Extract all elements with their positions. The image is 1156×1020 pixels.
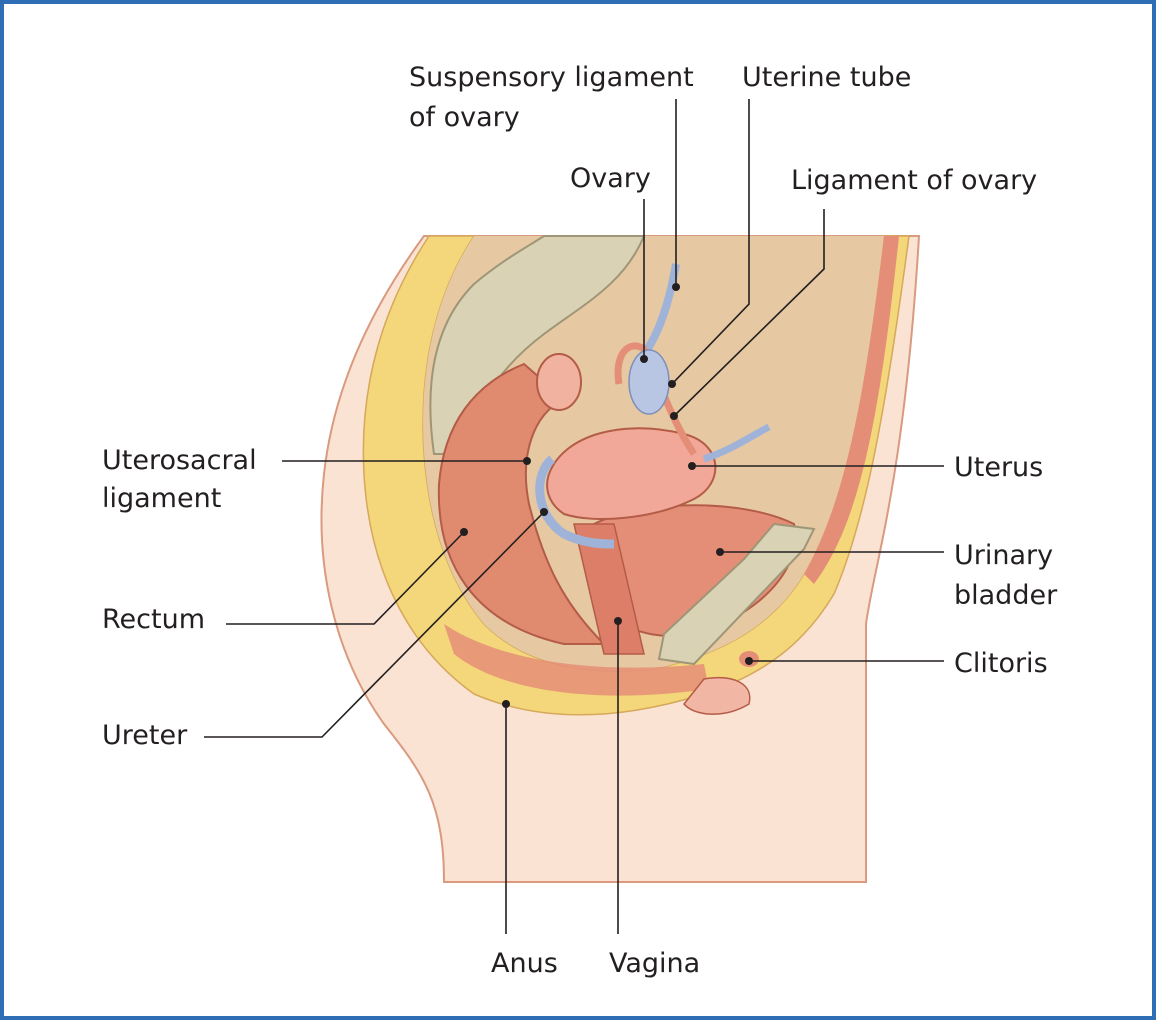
uterus bbox=[546, 427, 717, 520]
labia bbox=[683, 677, 751, 715]
colon-opening bbox=[536, 353, 582, 411]
label-ovary: Ovary bbox=[570, 163, 651, 194]
label-anus: Anus bbox=[491, 948, 558, 979]
label-urinary-bladder-line2: bladder bbox=[954, 580, 1058, 611]
vagina bbox=[573, 523, 645, 655]
round-ligament bbox=[702, 423, 771, 463]
label-clitoris: Clitoris bbox=[954, 648, 1048, 679]
label-uterosacral-line1: Uterosacral bbox=[102, 445, 257, 476]
abdominal-muscle bbox=[804, 236, 899, 584]
rectum bbox=[437, 362, 607, 645]
label-rectum: Rectum bbox=[102, 604, 205, 635]
pelvis-illustration: Suspensory ligament of ovary Uterine tub… bbox=[102, 62, 1058, 979]
ovary bbox=[628, 349, 670, 415]
label-uterine-tube: Uterine tube bbox=[742, 62, 911, 93]
label-uterus: Uterus bbox=[954, 452, 1043, 483]
pubic-bone bbox=[657, 522, 816, 666]
label-ligament-of-ovary: Ligament of ovary bbox=[791, 165, 1037, 196]
label-suspensory-ligament-line1: Suspensory ligament bbox=[409, 62, 694, 93]
pelvic-floor bbox=[444, 624, 709, 696]
label-vagina: Vagina bbox=[609, 948, 700, 979]
label-urinary-bladder-line1: Urinary bbox=[954, 540, 1053, 571]
leader-lines bbox=[204, 99, 944, 934]
label-ureter: Ureter bbox=[102, 720, 188, 751]
suspensory-ligament bbox=[640, 263, 680, 357]
label-uterosacral-line2: ligament bbox=[102, 483, 221, 514]
label-suspensory-ligament-line2: of ovary bbox=[409, 102, 520, 133]
ureter bbox=[535, 455, 615, 549]
